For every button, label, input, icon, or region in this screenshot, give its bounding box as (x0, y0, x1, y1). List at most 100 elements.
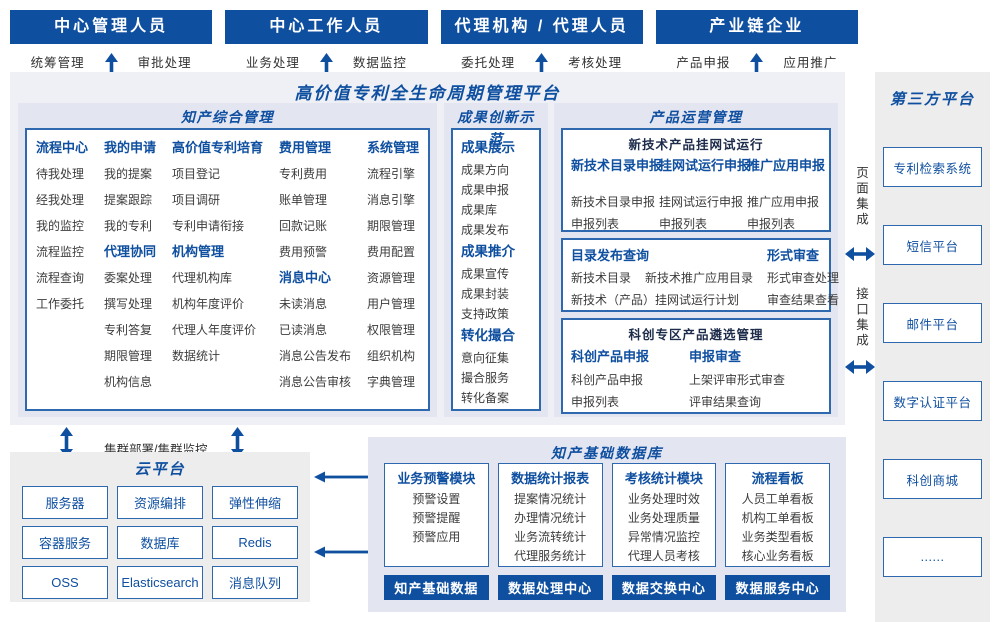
menu-item: 费用预警 (278, 245, 327, 259)
group-heading: 我的申请 (103, 140, 156, 155)
section-title: 知产综合管理 (181, 109, 274, 125)
role-function: 业务处理 (245, 55, 300, 70)
data-center-badge: 数据处理中心 (497, 575, 603, 600)
section-title: 成果创新示范 (457, 109, 535, 147)
module-item: 业务流转统计 (514, 530, 587, 544)
group-heading: 目录发布查询 (571, 248, 650, 263)
menu-item: 成果宣传 (461, 267, 510, 281)
group-heading: 科创产品申报 (571, 349, 650, 364)
cloud-service-box: 服务器 (22, 486, 108, 519)
cloud-platform-title: 云平台 (134, 461, 186, 478)
group-heading: 挂网试运行申报 (659, 158, 751, 173)
sci-zone-box: 科创专区产品遴选管理 科创产品申报 科创产品申报申报列表 申报审查 上架评审形式… (561, 318, 831, 414)
menu-item: 消息引擎 (366, 193, 415, 207)
group-heading: 费用管理 (278, 140, 331, 155)
role-function: 应用推广 (783, 55, 838, 70)
section-product-ops: 产品运营管理 新技术产品挂网试运行 新技术目录申报 新技术目录申报申报列表 挂网… (554, 103, 840, 417)
menu-item: 期限管理 (103, 349, 152, 363)
role-function: 委托处理 (461, 55, 516, 70)
menu-item: 新技术目录 (571, 271, 632, 285)
cloud-service-box: 消息队列 (212, 566, 298, 599)
menu-item: 推广应用申报 (747, 195, 820, 209)
role-title: 中心工作人员 (225, 10, 428, 44)
module-item: 预警应用 (412, 530, 461, 544)
menu-item: 机构年度评价 (171, 297, 244, 311)
menu-item: 新技术（产品）挂网试运行计划 (571, 293, 740, 307)
third-party-system: ...... (883, 537, 982, 577)
db-module: 数据统计报表 提案情况统计办理情况统计业务流转统计代理服务统计 (497, 463, 603, 567)
module-heading: 流程看板 (751, 471, 804, 486)
menu-item: 成果封装 (461, 287, 510, 301)
menu-item: 项目调研 (171, 193, 220, 207)
menu-item: 成果发布 (461, 223, 510, 237)
box-title: 新技术产品挂网试运行 (628, 138, 764, 152)
db-module: 业务预警模块 预警设置预警提醒预警应用 (384, 463, 489, 567)
role-industry-chain: 产业链企业 产品申报 应用推广 (655, 10, 858, 83)
role-title: 代理机构 / 代理人员 (440, 10, 643, 44)
page-integration-label: 页面集成 (854, 166, 868, 228)
menu-item: 账单管理 (278, 193, 327, 207)
cloud-service-box: 资源编排 (117, 486, 203, 519)
third-party-system: 专利检索系统 (883, 147, 982, 187)
catalog-query: 目录发布查询 新技术目录新技术推广应用目录 新技术（产品）挂网试运行计划 (571, 245, 767, 307)
menu-item: 机构信息 (103, 375, 152, 389)
menu-item: 项目登记 (171, 167, 220, 181)
cloud-service-box: Elasticsearch (117, 566, 203, 599)
menu-item: 数据统计 (171, 349, 220, 363)
group-heading: 推广应用申报 (747, 158, 826, 173)
data-center-badge: 数据服务中心 (725, 575, 830, 600)
cloud-service-box: 容器服务 (22, 526, 108, 559)
role-agency: 代理机构 / 代理人员 委托处理 考核处理 (440, 10, 643, 83)
group-heading: 高价值专利培育 (171, 140, 263, 155)
arrow-left-icon (314, 471, 386, 483)
sci-zone-column: 申报审查 上架评审形式审查评审结果查询 (689, 345, 821, 413)
menu-item: 资源管理 (366, 271, 415, 285)
menu-item: 科创产品申报 (571, 373, 644, 387)
cloud-service-box: 弹性伸缩 (212, 486, 298, 519)
third-party-panel: 第三方平台 专利检索系统 短信平台 邮件平台 数字认证平台 科创商城 .....… (875, 72, 990, 622)
sci-zone-column: 科创产品申报 科创产品申报申报列表 (571, 345, 689, 413)
group-heading: 流程中心 (36, 140, 89, 155)
module-item: 预警提醒 (412, 511, 461, 525)
group-heading: 转化撮合 (461, 328, 515, 343)
menu-item: 形式审查处理 (767, 271, 840, 285)
group-heading: 申报审查 (689, 349, 742, 364)
menu-item: 挂网试运行申报 (659, 195, 744, 209)
role-function: 产品申报 (676, 55, 731, 70)
menu-item: 回款记账 (278, 219, 327, 233)
ip-column: 高价值专利培育 项目登记项目调研专利申请衔接 机构管理 代理机构库机构年度评价代… (172, 135, 263, 404)
menu-item: 流程监控 (36, 245, 85, 259)
module-item: 机构工单看板 (741, 511, 814, 525)
section-title: 产品运营管理 (649, 109, 743, 125)
menu-item: 专利申请衔接 (171, 219, 244, 233)
menu-item: 期限管理 (366, 219, 415, 233)
menu-item: 申报列表 (747, 217, 796, 231)
platform-container: 高价值专利全生命周期管理平台 知产综合管理 流程中心 待我处理经我处理我的监控流… (10, 72, 845, 425)
role-function: 数据监控 (352, 55, 407, 70)
menu-item: 流程引擎 (366, 167, 415, 181)
menu-item: 费用配置 (366, 245, 415, 259)
section-innovation-demo: 成果创新示范 成果展示 成果方向成果申报成果库成果发布 成果推介 成果宣传成果封… (444, 103, 548, 417)
trial-run-box: 新技术产品挂网试运行 新技术目录申报 新技术目录申报申报列表 挂网试运行申报 挂… (561, 128, 831, 232)
module-item: 代理人员考核 (627, 549, 700, 563)
menu-item: 支持政策 (461, 307, 510, 321)
group-heading: 代理协同 (103, 244, 156, 259)
group-heading: 成果展示 (461, 140, 515, 155)
module-item: 核心业务看板 (741, 549, 814, 563)
db-module: 流程看板 人员工单看板机构工单看板业务类型看板核心业务看板 (725, 463, 830, 567)
menu-item: 代理人年度评价 (171, 323, 256, 337)
role-function: 统筹管理 (30, 55, 85, 70)
module-item: 代理服务统计 (514, 549, 587, 563)
module-heading: 业务预警模块 (397, 471, 476, 486)
section-ip-management: 知产综合管理 流程中心 待我处理经我处理我的监控流程监控流程查询工作委托 我的申… (18, 103, 437, 417)
menu-item: 专利费用 (278, 167, 327, 181)
module-item: 异常情况监控 (627, 530, 700, 544)
group-heading: 成果推介 (461, 244, 515, 259)
double-arrow-horizontal-icon (845, 247, 875, 261)
api-integration-label: 接口集成 (854, 287, 868, 349)
module-item: 办理情况统计 (514, 511, 587, 525)
menu-item: 我的监控 (36, 219, 85, 233)
group-heading: 形式审查 (767, 248, 820, 263)
trial-column: 挂网试运行申报 挂网试运行申报申报列表 (659, 155, 751, 235)
